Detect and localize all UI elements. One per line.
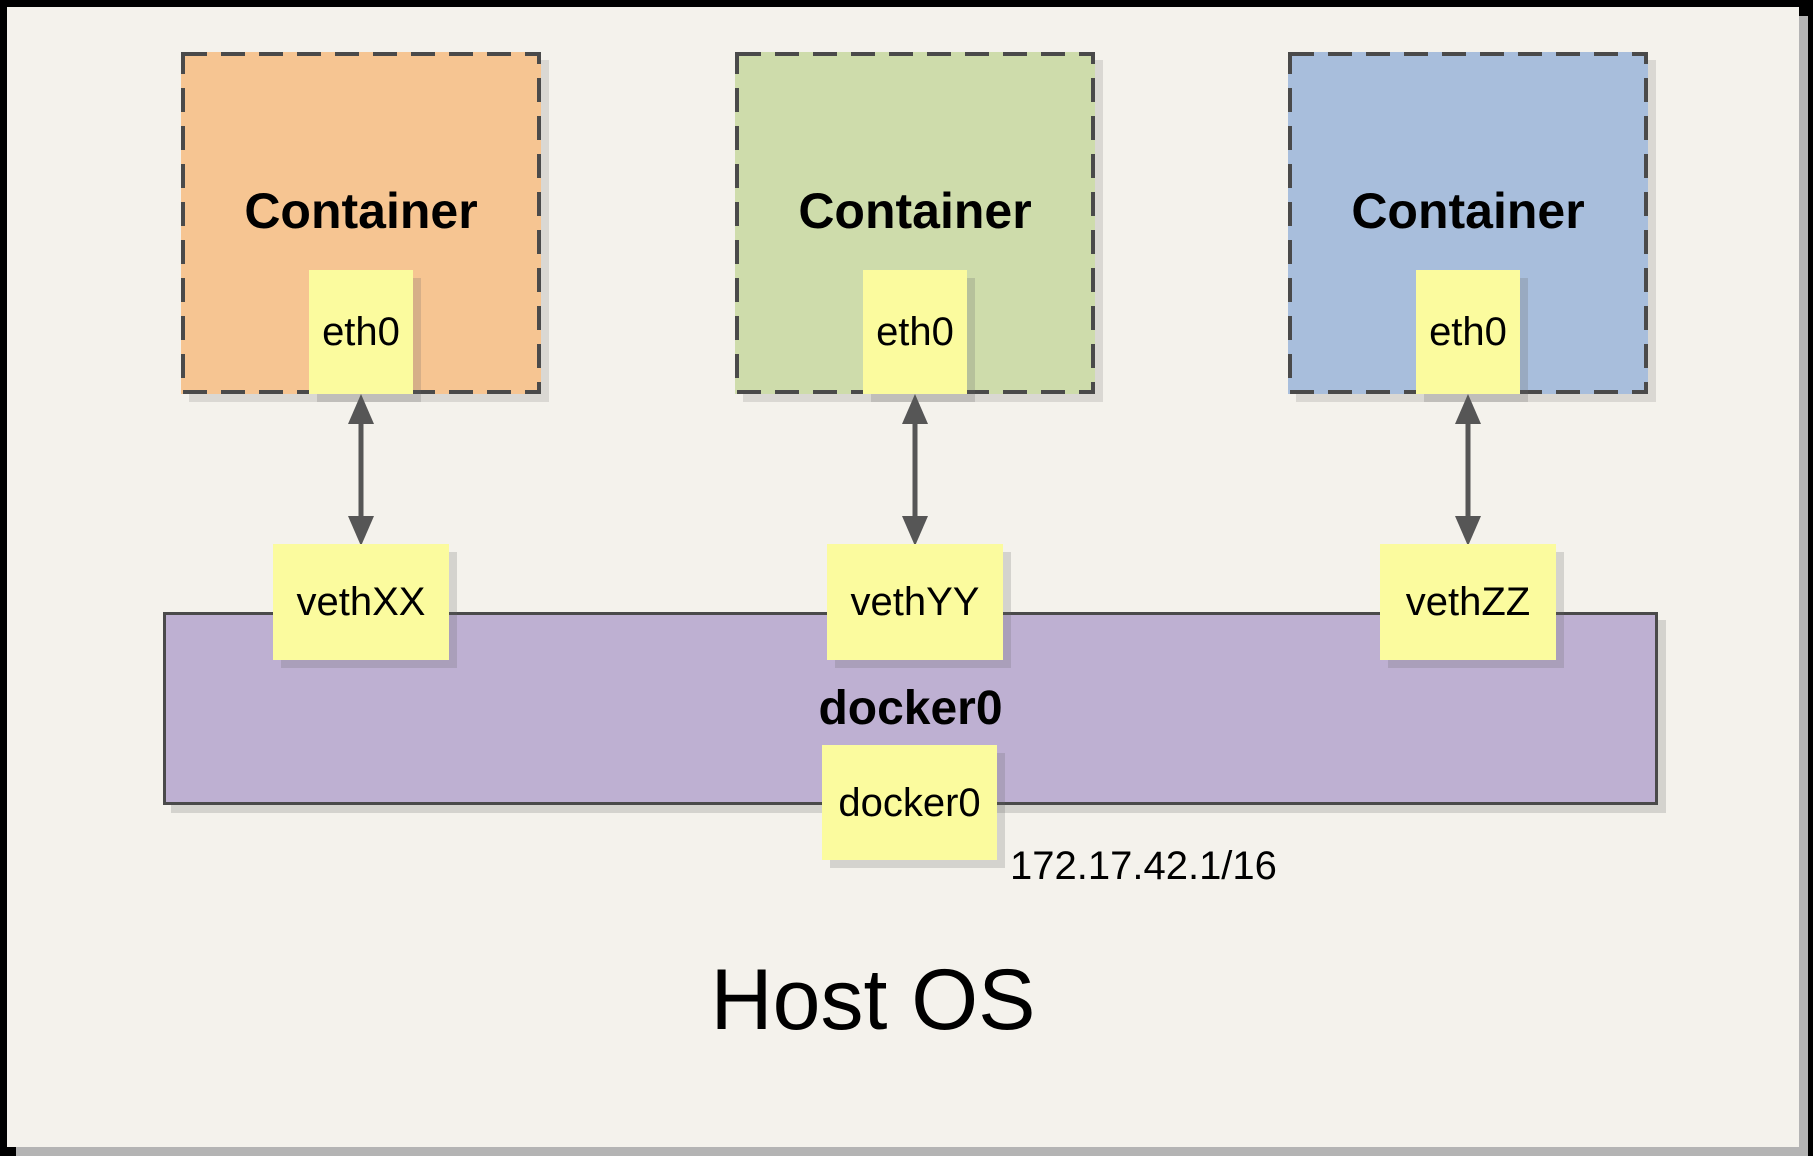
eth0-interface-box: eth0 [1416, 270, 1520, 394]
docker0-bridge-title: docker0 [818, 682, 1003, 735]
double-arrow-icon [341, 394, 381, 546]
container-title: Container [244, 183, 478, 239]
vethyy-box: vethYY [827, 544, 1003, 660]
eth0-interface-box: eth0 [309, 270, 413, 394]
double-arrow-icon [895, 394, 935, 546]
diagram-canvas: Container eth0 Container eth0 Container … [7, 7, 1799, 1147]
container-box-1: Container eth0 [181, 52, 541, 394]
eth0-interface-box: eth0 [863, 270, 967, 394]
container-title: Container [798, 183, 1032, 239]
docker0-interface-box: docker0 [822, 745, 997, 860]
double-arrow-icon [1448, 394, 1488, 546]
container-box-2: Container eth0 [735, 52, 1095, 394]
vethzz-box: vethZZ [1380, 544, 1556, 660]
bridge-ip-label: 172.17.42.1/16 [1010, 844, 1277, 888]
host-os-label: Host OS [710, 952, 1036, 1048]
container-box-3: Container eth0 [1288, 52, 1648, 394]
container-title: Container [1351, 183, 1585, 239]
vethxx-box: vethXX [273, 544, 449, 660]
